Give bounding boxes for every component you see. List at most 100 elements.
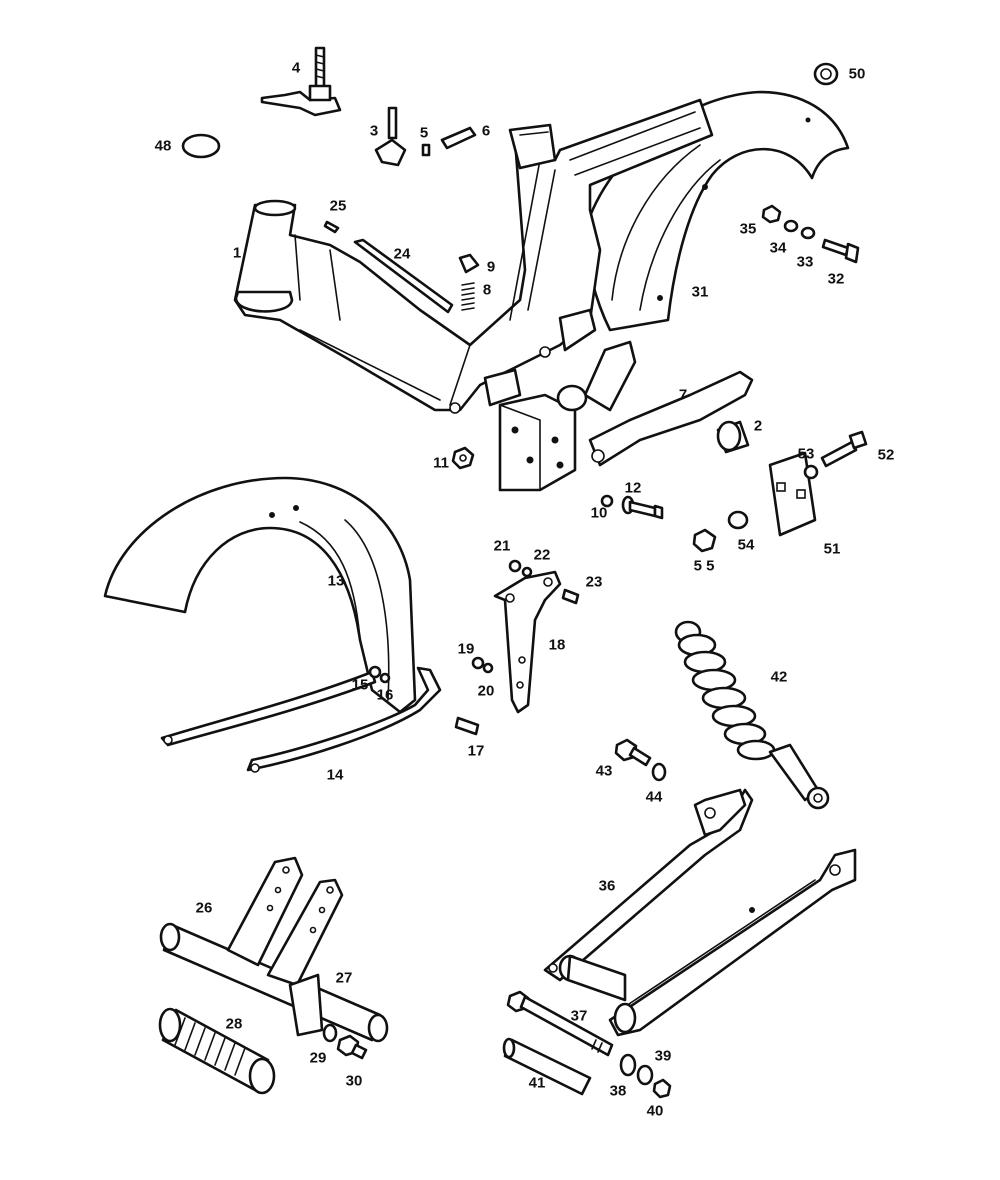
callout-44: 44 [645,788,663,806]
callout-13: 13 [327,572,345,590]
screw-small [374,106,407,167]
callout-53: 53 [797,445,815,463]
callout-10: 10 [590,504,608,522]
nut-55 [692,528,717,553]
callout-36: 36 [598,877,616,895]
callout-52: 52 [877,446,895,464]
washer-20 [482,662,494,674]
washer-22 [521,566,533,578]
washer-53 [803,464,819,480]
foot-rubber-grip [158,1007,276,1095]
dowel [440,126,477,150]
callout-5: 5 [419,124,429,142]
callout-12: 12 [624,479,642,497]
callout-25: 25 [329,197,347,215]
callout-55: 5 5 [693,557,715,575]
callout-17: 17 [467,742,485,760]
callout-42: 42 [770,668,788,686]
callout-16: 16 [376,686,394,704]
callout-35: 35 [739,220,757,238]
engine-bracket [498,393,577,492]
callout-27: 27 [335,969,353,987]
callout-37: 37 [570,1007,588,1025]
swing-support [556,340,754,467]
callout-7: 7 [678,386,688,404]
callout-43: 43 [595,762,613,780]
washer-38 [619,1053,637,1077]
clip [458,253,480,274]
spring [461,282,475,311]
callout-1: 1 [232,244,242,262]
callout-8: 8 [482,281,492,299]
front-mudguard [103,476,417,714]
screw-with-bracket [260,46,342,117]
callout-19: 19 [457,640,475,658]
small-pin [323,220,340,234]
callout-54: 54 [737,536,755,554]
nut-35 [761,204,782,224]
washer-54 [727,510,749,530]
washer-39 [636,1064,654,1086]
washer-29 [322,1023,338,1043]
callout-48: 48 [154,137,172,155]
callout-20: 20 [477,682,495,700]
callout-4: 4 [291,59,301,77]
callout-11: 11 [433,454,449,472]
callout-21: 21 [493,537,511,555]
main-frame [233,98,714,414]
washer-34 [783,219,799,233]
mounting-plate [768,451,817,537]
callout-33: 33 [796,253,814,271]
callout-31: 31 [691,283,709,301]
callout-15: 15 [351,676,369,694]
callout-38: 38 [609,1082,627,1100]
callout-18: 18 [548,636,566,654]
screw-17 [454,716,480,736]
nut-19 [471,656,485,670]
callout-2: 2 [753,417,763,435]
callout-22: 22 [533,546,551,564]
cable-rod [353,238,454,314]
plug-cap [181,133,221,159]
nut-11-hole [459,454,467,462]
bolt-52 [820,430,868,468]
callout-29: 29 [309,1049,327,1067]
bolt-43 [614,738,652,767]
washer-33 [800,226,816,240]
axle-bolt [506,990,614,1057]
bolt-30 [336,1034,368,1060]
callout-23: 23 [585,573,603,591]
callout-3: 3 [369,122,379,140]
nut-21 [508,559,522,573]
spacer-tube [502,1037,592,1096]
bolt-32 [821,238,860,264]
callout-28: 28 [225,1015,243,1033]
bracket-18 [493,570,562,714]
callout-30: 30 [345,1072,363,1090]
callout-40: 40 [646,1102,664,1120]
callout-34: 34 [769,239,787,257]
callout-9: 9 [486,258,496,276]
shock-absorber [674,620,830,810]
callout-50: 50 [848,65,866,83]
bolt-assembly [600,494,664,520]
washer-44 [651,762,667,782]
callout-51: 51 [823,540,841,558]
callout-41: 41 [528,1074,546,1092]
swing-arm [543,788,857,1037]
footrest-brackets [226,856,344,1037]
grommet [813,62,839,86]
grommet-hole [820,68,832,80]
nut-40 [652,1078,672,1099]
callout-39: 39 [654,1047,672,1065]
bushing [716,420,750,454]
callout-6: 6 [481,122,491,140]
bolt-15-16 [368,665,391,684]
mudguard-stays [160,666,442,773]
callout-14: 14 [326,766,344,784]
callout-24: 24 [393,245,411,263]
pin [421,143,431,157]
callout-32: 32 [827,270,845,288]
